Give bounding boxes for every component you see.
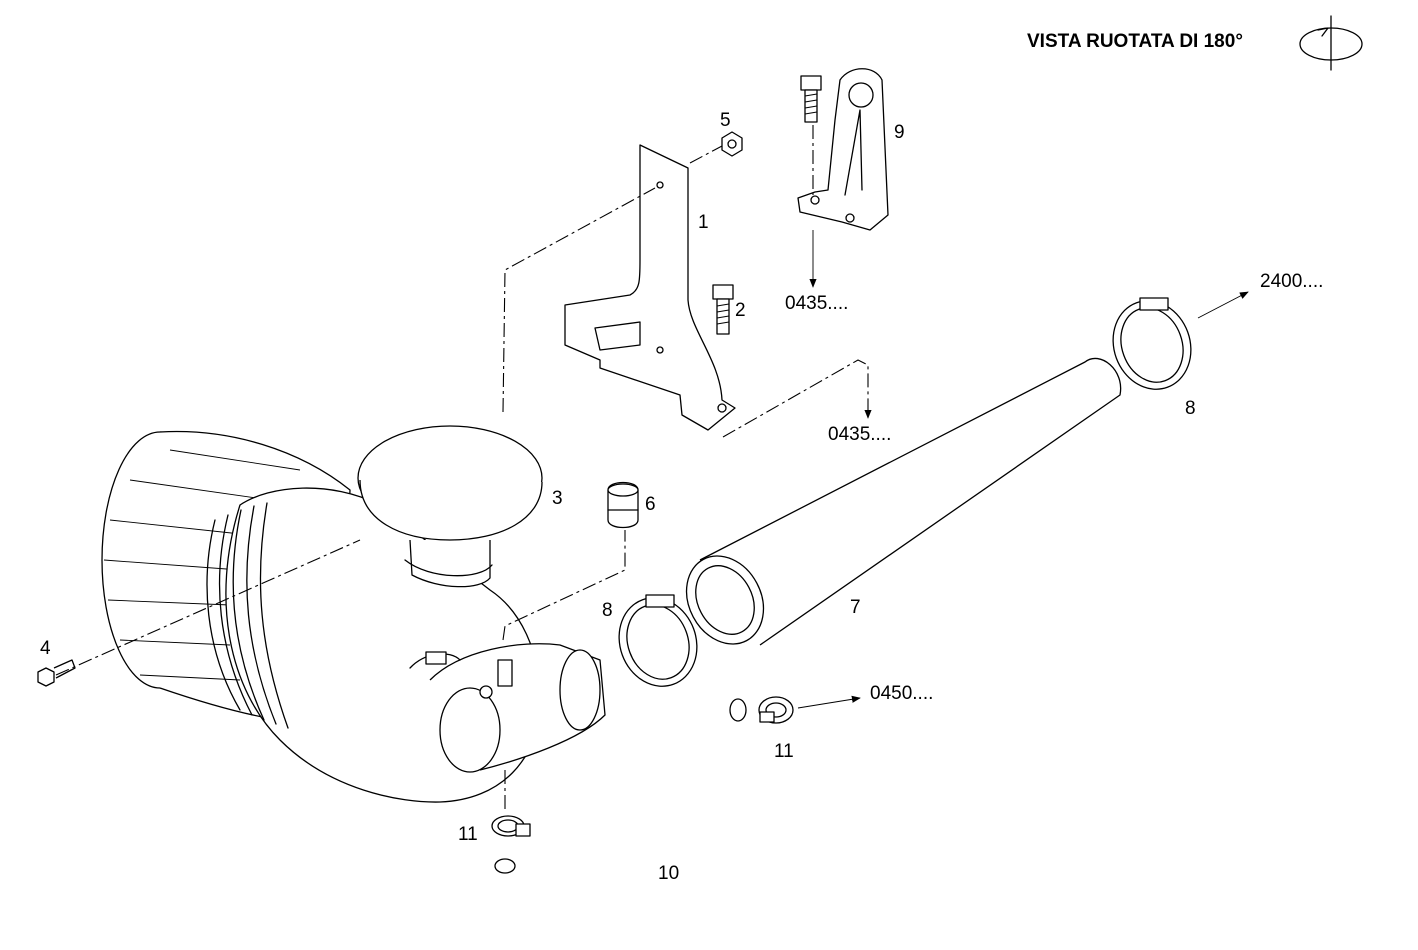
view-title: VISTA RUOTATA DI 180°	[1027, 31, 1243, 52]
label-part-6: 6	[645, 494, 656, 515]
part-labels: 1 2 3 4 5 6 7 8 8 9 10 11 11 0435.... 04…	[40, 110, 1323, 884]
bolt-4	[37, 659, 76, 687]
label-part-1: 1	[698, 212, 709, 233]
label-part-8-left: 8	[602, 600, 613, 621]
label-ref-2400: 2400....	[1260, 271, 1323, 292]
label-part-7: 7	[850, 597, 861, 618]
cap-6	[607, 481, 639, 529]
small-clamp-11-left	[491, 815, 531, 837]
label-part-8-right: 8	[1185, 398, 1196, 419]
label-ref-0450: 0450....	[870, 683, 933, 704]
bracket-9	[797, 68, 889, 231]
label-part-9: 9	[894, 122, 905, 143]
small-clamp-11-right	[758, 696, 794, 724]
label-ref-0435-mid: 0435....	[828, 424, 891, 445]
label-part-2: 2	[735, 300, 746, 321]
label-part-11-left: 11	[458, 824, 478, 845]
label-part-4: 4	[40, 638, 51, 659]
bolt-2	[712, 284, 734, 335]
bolt-9	[800, 75, 822, 123]
intake-hose	[685, 357, 1122, 646]
reference-arrows	[797, 230, 1249, 709]
label-ref-0435-top: 0435....	[785, 293, 848, 314]
label-part-3: 3	[552, 488, 563, 509]
breather-hose	[494, 694, 747, 927]
air-filter-housing	[101, 430, 606, 803]
mounting-bracket	[564, 144, 736, 431]
label-part-5: 5	[720, 110, 731, 131]
pre-cleaner-cap	[357, 425, 543, 588]
hose-clamp-8-left	[618, 594, 698, 687]
label-part-11-right: 11	[774, 741, 794, 762]
assembly-lines	[55, 125, 869, 810]
hose-clamp-8-right	[1112, 297, 1192, 390]
rotate-180-icon	[1299, 15, 1363, 71]
nut-5	[721, 131, 743, 157]
label-part-10: 10	[658, 863, 679, 884]
